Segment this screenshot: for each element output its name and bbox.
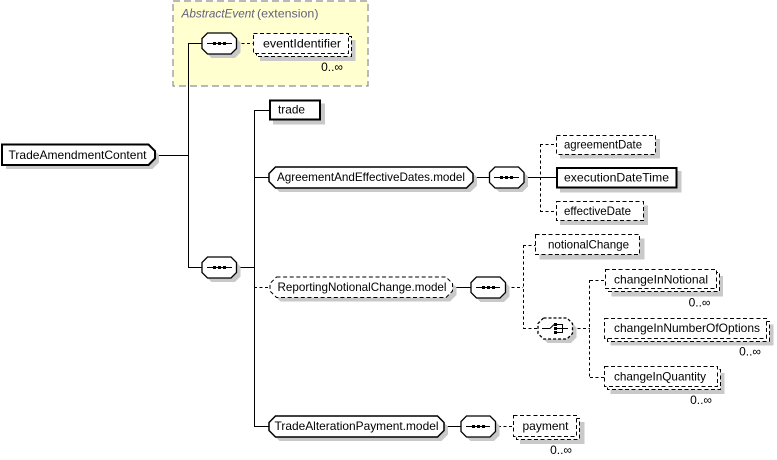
svg-text:(extension): (extension) — [257, 7, 319, 21]
svg-text:TradeAlterationPayment.model: TradeAlterationPayment.model — [275, 419, 439, 433]
svg-text:effectiveDate: effectiveDate — [564, 204, 631, 218]
svg-text:AbstractEvent: AbstractEvent — [181, 7, 256, 21]
svg-text:AgreementAndEffectiveDates.mod: AgreementAndEffectiveDates.model — [277, 170, 465, 184]
svg-text:changeInNotional: changeInNotional — [614, 272, 708, 286]
svg-text:changeInNumberOfOptions: changeInNumberOfOptions — [614, 321, 760, 335]
svg-text:0..∞: 0..∞ — [739, 345, 761, 359]
svg-text:notionalChange: notionalChange — [548, 238, 629, 252]
svg-text:0..∞: 0..∞ — [689, 296, 711, 310]
svg-text:0..∞: 0..∞ — [690, 393, 712, 407]
svg-text:eventIdentifier: eventIdentifier — [263, 37, 341, 51]
svg-text:0..∞: 0..∞ — [321, 60, 343, 74]
svg-text:0..∞: 0..∞ — [550, 443, 572, 455]
svg-text:trade: trade — [278, 103, 305, 117]
svg-text:TradeAmendmentContent: TradeAmendmentContent — [9, 148, 148, 162]
svg-text:executionDateTime: executionDateTime — [564, 170, 669, 184]
svg-text:payment: payment — [523, 419, 570, 433]
svg-text:agreementDate: agreementDate — [564, 137, 642, 151]
svg-text:changeInQuantity: changeInQuantity — [614, 370, 706, 384]
svg-text:ReportingNotionalChange.model: ReportingNotionalChange.model — [278, 280, 447, 294]
